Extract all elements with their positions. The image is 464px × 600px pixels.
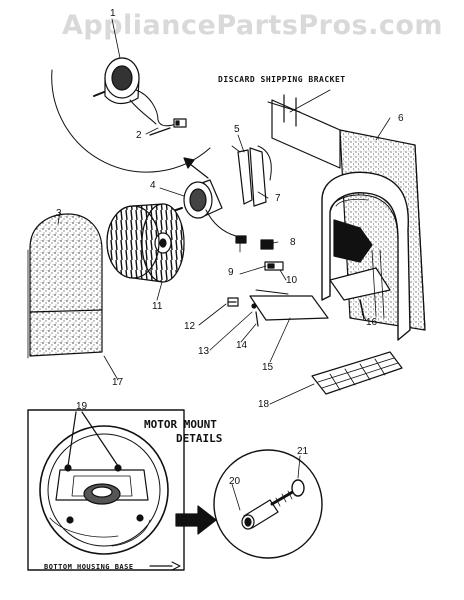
housing-base-caption: BOTTOM HOUSING BASE (44, 563, 134, 571)
part-label-21: 21 (297, 446, 309, 457)
direction-arrow (183, 157, 209, 179)
part-label-1: 1 (110, 8, 116, 19)
part-label-9: 9 (228, 267, 234, 278)
part-label-4: 4 (150, 180, 156, 191)
blower-motor (169, 179, 237, 237)
part-label-2: 2 (136, 130, 142, 141)
motor-mount-caption-line2: DETAILS (176, 432, 223, 445)
part-label-12: 12 (184, 321, 196, 332)
part-label-15: 15 (262, 362, 274, 373)
part-label-19: 19 (76, 401, 88, 412)
part-label-16: 16 (366, 317, 378, 328)
small-parts-8-9-10 (235, 235, 284, 271)
part-label-14: 14 (236, 340, 248, 351)
detail-box (27, 409, 185, 571)
blower-wheel-part-11 (106, 203, 185, 283)
detail-arrow (175, 505, 217, 535)
detail-circle (213, 449, 323, 559)
motor-mount-bracket (231, 145, 272, 207)
part-label-11: 11 (152, 301, 163, 312)
part-label-18: 18 (258, 399, 270, 410)
panel-part-3 (27, 213, 103, 359)
part-label-10: 10 (286, 275, 298, 286)
part-label-5: 5 (234, 124, 240, 135)
part-label-13: 13 (198, 346, 210, 357)
leader-lines (57, 18, 391, 405)
motor-mount-caption-line1: MOTOR MOUNT (144, 418, 217, 431)
plate-parts-12-15 (227, 289, 329, 327)
part-label-6: 6 (398, 113, 404, 124)
screw-part-16 (359, 299, 365, 319)
grille-part-18 (311, 351, 403, 395)
shipping-bracket (267, 89, 341, 169)
part-label-17: 17 (112, 377, 124, 388)
part-label-7: 7 (275, 193, 281, 204)
part-label-20: 20 (229, 476, 241, 487)
part-label-8: 8 (290, 237, 296, 248)
blower-housing (321, 171, 411, 341)
watermark: AppliancePartsPros.com (62, 10, 444, 41)
connector-part-2 (149, 118, 187, 136)
motor-part-1 (51, 57, 211, 173)
part-label-3: 3 (56, 208, 62, 219)
discard-bracket-caption: DISCARD SHIPPING BRACKET (218, 75, 346, 84)
